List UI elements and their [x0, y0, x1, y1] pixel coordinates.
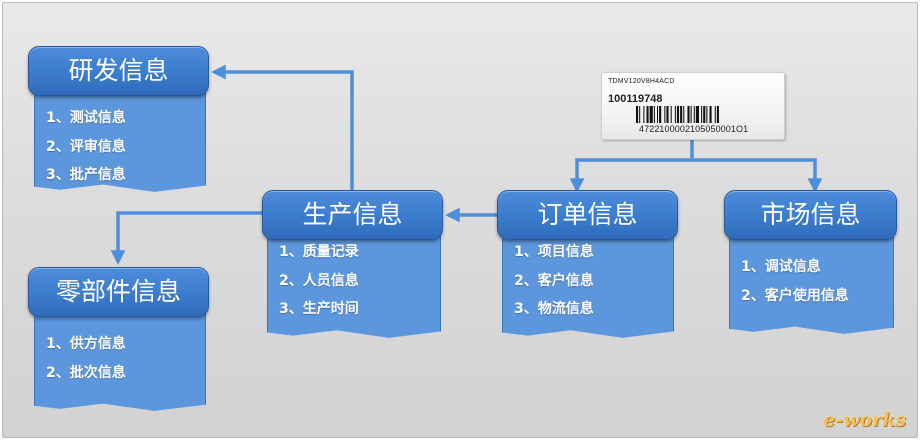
node-market: 市场信息 1、调试信息 2、客户使用信息 [724, 190, 897, 340]
arrow-production-to-rd [211, 64, 354, 192]
node-order-list: 1、项目信息 2、客户信息 3、物流信息 [502, 232, 674, 338]
arrow-barcode-to-market [692, 158, 823, 193]
node-production: 生产信息 1、质量记录 2、人员信息 3、生产时间 [262, 190, 443, 340]
barcode-digits: 4722100002105050001O1 [639, 124, 749, 134]
node-rd-list: 1、测试信息 2、评审信息 3、批产信息 [34, 88, 206, 192]
node-market-list: 1、调试信息 2、客户使用信息 [729, 232, 894, 334]
node-order: 订单信息 1、项目信息 2、客户信息 3、物流信息 [497, 190, 678, 340]
list-item: 1、供方信息 [46, 336, 126, 352]
list-item: 1、测试信息 [46, 110, 126, 126]
barcode-serial: 100119748 [608, 93, 663, 105]
e-works-logo: e-works [823, 409, 906, 431]
list-item: 1、项目信息 [514, 244, 594, 260]
barcode-model: TDMV120V8H4ACD [608, 78, 675, 85]
node-parts-list: 1、供方信息 2、批次信息 [34, 309, 206, 411]
arrow-production-to-parts [110, 211, 264, 265]
list-item: 3、生产时间 [279, 301, 359, 317]
list-item: 2、评审信息 [46, 138, 126, 155]
list-item: 2、客户使用信息 [741, 287, 849, 304]
barcode-label: TDMV120V8H4ACD 100119748 472210000210505… [601, 72, 785, 140]
list-item: 3、批产信息 [46, 167, 126, 183]
list-item: 3、物流信息 [514, 301, 594, 317]
node-rd: 研发信息 1、测试信息 2、评审信息 3、批产信息 [28, 46, 209, 196]
arrow-barcode-to-order [569, 140, 694, 193]
list-item: 2、客户信息 [514, 272, 594, 289]
node-parts: 零部件信息 1、供方信息 2、批次信息 [28, 267, 209, 417]
node-production-list: 1、质量记录 2、人员信息 3、生产时间 [267, 232, 441, 338]
list-item: 1、调试信息 [741, 259, 821, 275]
node-production-title: 生产信息 [262, 190, 443, 240]
list-item: 1、质量记录 [279, 244, 359, 260]
list-item: 2、人员信息 [279, 272, 359, 289]
node-rd-title: 研发信息 [28, 46, 209, 96]
node-parts-title: 零部件信息 [28, 267, 209, 317]
list-item: 2、批次信息 [46, 364, 126, 381]
node-order-title: 订单信息 [497, 190, 678, 240]
barcode-bars-icon [636, 106, 719, 123]
node-market-title: 市场信息 [724, 190, 897, 240]
